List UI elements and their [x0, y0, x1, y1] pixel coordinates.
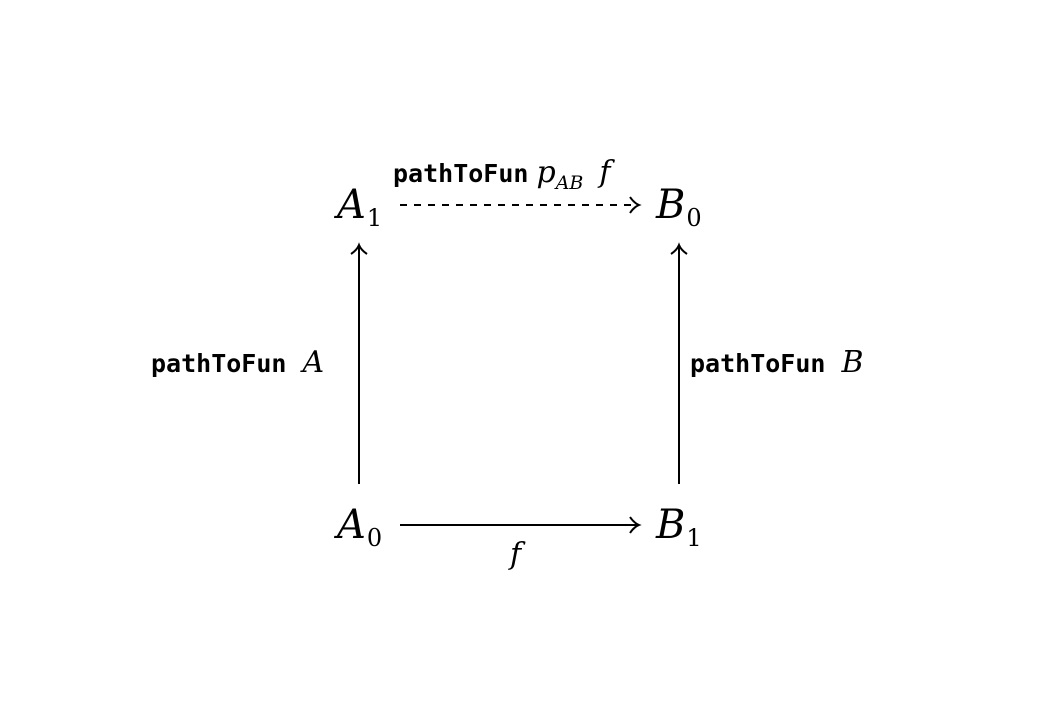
node-b1-sub: 1 [686, 524, 702, 552]
edge-label-bottom: f [510, 540, 521, 575]
edge-left-arg: A [302, 345, 325, 380]
arrow-left-head [350, 242, 368, 255]
arrow-bottom-head [629, 516, 642, 534]
edge-left-fn: pathToFun [151, 349, 287, 378]
node-a1-sub: 1 [366, 204, 383, 232]
edge-top-arg: p [536, 155, 556, 190]
node-b0-main: B [656, 182, 686, 228]
edge-top-fn: pathToFun [393, 159, 529, 188]
edge-right-arg: B [841, 345, 864, 380]
edge-top-arg2: f [599, 155, 611, 190]
arrow-top-head [629, 196, 642, 214]
node-b1: B1 [656, 502, 702, 552]
edge-label-right: pathToFun B [690, 348, 864, 383]
edge-label-left: pathToFun A [151, 348, 324, 383]
node-a0: A0 [337, 502, 383, 552]
arrow-right-head [670, 242, 688, 255]
node-b0: B0 [656, 182, 702, 232]
edge-right-fn: pathToFun [690, 349, 826, 378]
node-b0-sub: 0 [686, 204, 702, 232]
edge-bottom-arg: f [510, 537, 522, 572]
node-a0-sub: 0 [366, 524, 383, 552]
node-b1-main: B [656, 502, 686, 548]
node-a1: A1 [337, 182, 383, 232]
node-a1-main: A [337, 182, 366, 228]
node-a0-main: A [337, 502, 366, 548]
edge-top-arg-sub: AB [555, 172, 584, 194]
